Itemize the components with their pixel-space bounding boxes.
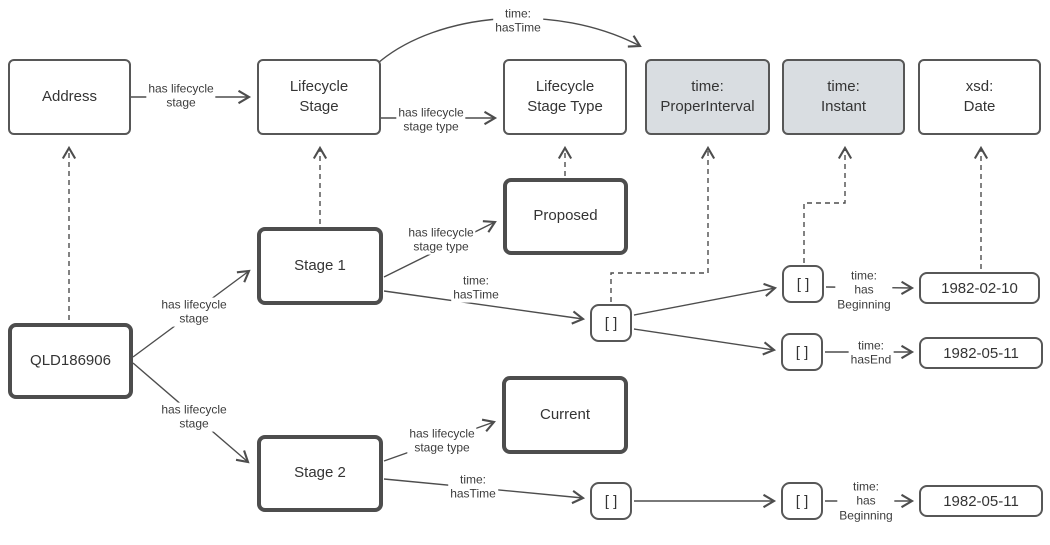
edge-label-has-lifecycle-stage: has lifecycle stage <box>146 81 216 111</box>
edge-label-has-lifecycle-stage: has lifecycle stage <box>159 402 229 432</box>
blank-node-stage1-end: [ ] <box>781 333 823 371</box>
instance-box-proposed: Proposed <box>503 178 628 255</box>
edge-interval1-end <box>633 328 777 356</box>
edge-label-time-hastime: time: hasTime <box>451 273 501 303</box>
edge-label-time-hastime: time: hasTime <box>493 6 543 36</box>
date-box-1982-05-11-beginning: 1982-05-11 <box>919 485 1043 517</box>
date-box-1982-05-11-end: 1982-05-11 <box>919 337 1043 369</box>
edge-label-time-has-beginning: time: has Beginning <box>835 268 893 312</box>
edge-label-time-hastime: time: hasTime <box>448 472 498 502</box>
blank-node-stage2-interval: [ ] <box>590 482 632 520</box>
blank-node-stage2-beginning: [ ] <box>781 482 823 520</box>
type-edge-beginning1-instant <box>803 145 853 263</box>
edge-interval1-beginning <box>633 282 778 316</box>
edge-label-time-has-end: time: hasEnd <box>848 338 894 368</box>
blank-node-stage1-interval: [ ] <box>590 304 632 342</box>
instance-box-stage-2: Stage 2 <box>257 435 383 512</box>
class-box-time-instant: time: Instant <box>782 59 905 135</box>
edge-label-has-lifecycle-stage: has lifecycle stage <box>159 297 229 327</box>
date-box-1982-02-10: 1982-02-10 <box>919 272 1040 304</box>
class-box-xsd-date: xsd: Date <box>918 59 1041 135</box>
edge-label-has-lifecycle-stage-type: has lifecycle stage type <box>406 225 476 255</box>
class-box-lifecycle-stage: Lifecycle Stage <box>257 59 381 135</box>
blank-node-stage1-beginning: [ ] <box>782 265 824 303</box>
class-box-address: Address <box>8 59 131 135</box>
edge-stage1-interval <box>383 290 586 325</box>
edge-label-has-lifecycle-stage-type: has lifecycle stage type <box>407 426 477 456</box>
class-box-time-proper-interval: time: ProperInterval <box>645 59 770 135</box>
instance-box-qld186906: QLD186906 <box>8 323 133 399</box>
instance-box-stage-1: Stage 1 <box>257 227 383 305</box>
edge-label-has-lifecycle-stage-type: has lifecycle stage type <box>396 105 466 135</box>
class-box-lifecycle-stage-type: Lifecycle Stage Type <box>503 59 627 135</box>
edge-label-time-has-beginning: time: has Beginning <box>837 479 895 523</box>
instance-box-current: Current <box>502 376 628 454</box>
